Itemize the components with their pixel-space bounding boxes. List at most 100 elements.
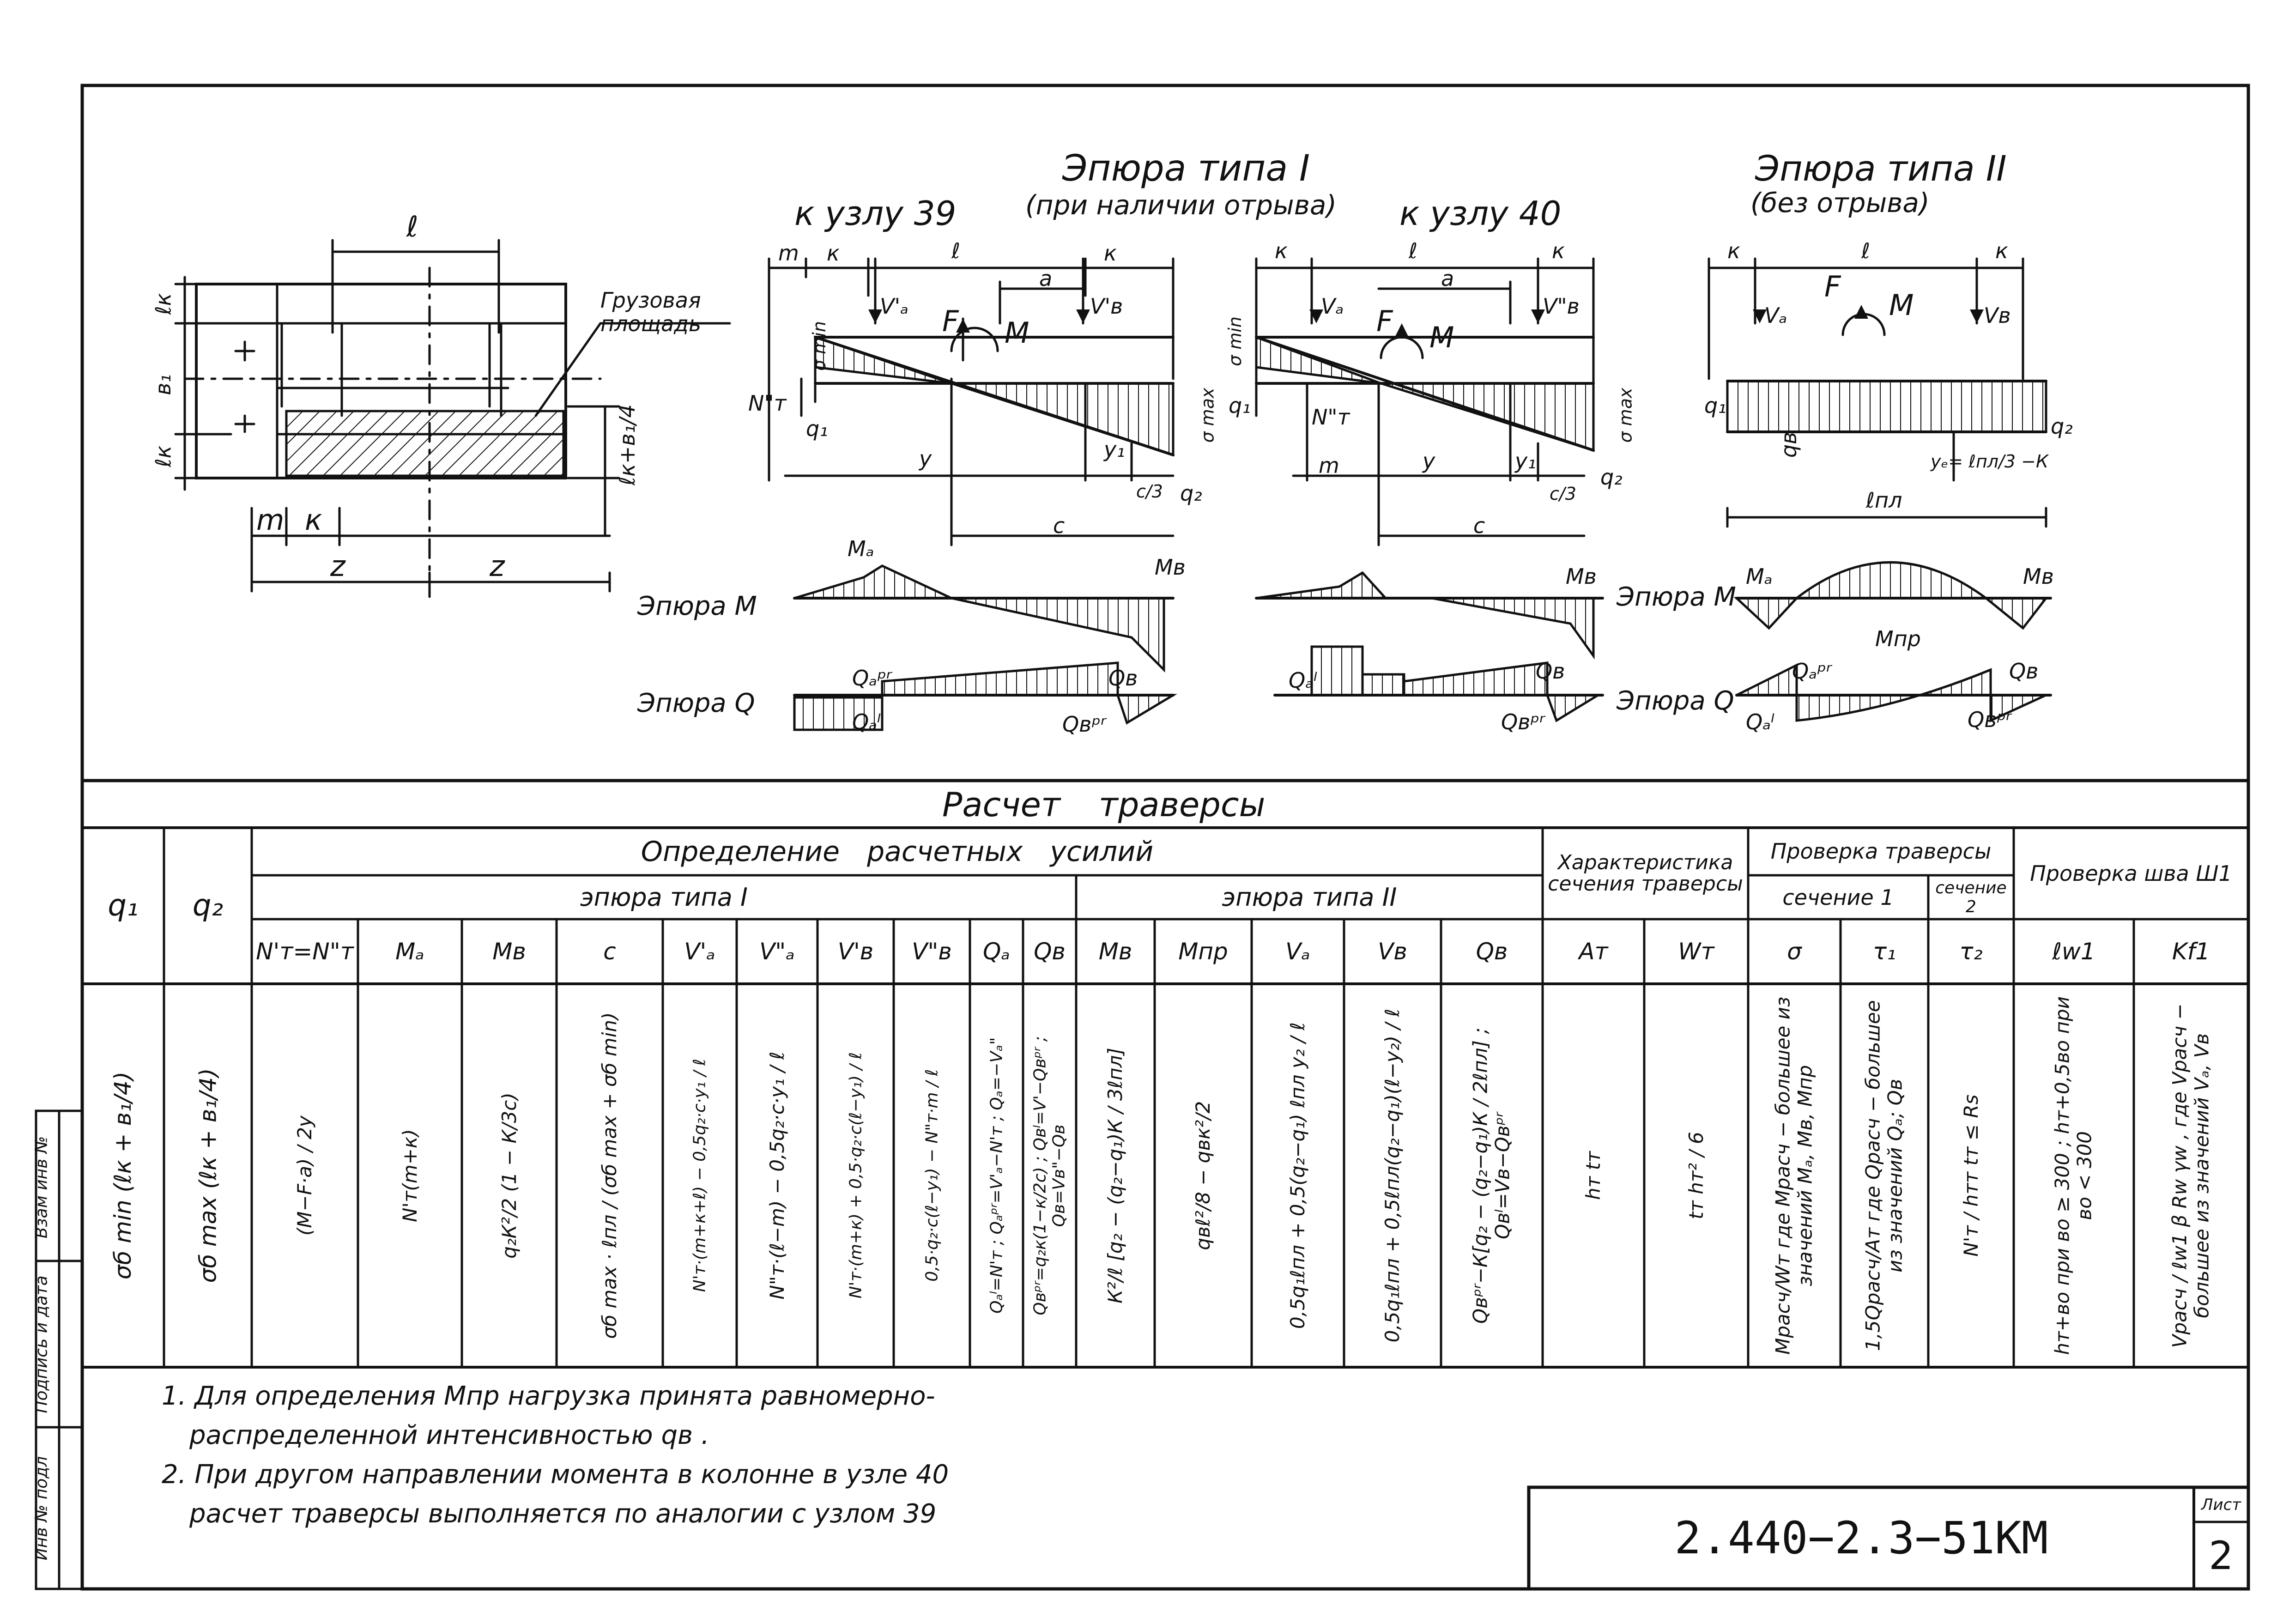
formula-cell: 1,5Qрасч/Aт где Qрасч − большее из значе… bbox=[1841, 984, 1928, 1367]
n40-y: y bbox=[1423, 448, 1435, 473]
column-header: Kf1 bbox=[2172, 938, 2210, 965]
n40-Nt: N"т bbox=[1312, 405, 1350, 430]
header-q2: q₂ bbox=[192, 889, 224, 923]
t2-k2: к bbox=[1995, 238, 2008, 263]
n40-m: m bbox=[1319, 453, 1339, 478]
column-header: Mв bbox=[492, 938, 526, 965]
t2-q1: q₁ bbox=[1704, 393, 1726, 418]
n40-q1: q₁ bbox=[1229, 393, 1251, 418]
formula-cell: N'т(m+к) bbox=[358, 984, 462, 1367]
epure-m-label-1: Эпюра M bbox=[637, 591, 757, 621]
n39-k2: к bbox=[1104, 241, 1117, 266]
column-header: Vₐ bbox=[1285, 938, 1310, 965]
epure-q-label-1: Эпюра Q bbox=[637, 688, 755, 718]
n40-QB: Qв bbox=[1536, 659, 1565, 684]
note-line-1: 1. Для определения Mпр нагрузка принята … bbox=[162, 1381, 935, 1411]
formula-cell: hт tт bbox=[1543, 984, 1644, 1367]
n40-c3: c/3 bbox=[1550, 484, 1576, 504]
header-determination: Определение расчетных усилий bbox=[641, 835, 1154, 868]
formula-q2: σб max (ℓк + в₁/4) bbox=[164, 984, 252, 1367]
formula-cell: N'т·(m+к+ℓ) − 0,5q₂·c·y₁ / ℓ bbox=[663, 984, 737, 1367]
n39-smin: σ min bbox=[809, 321, 830, 371]
plan-z1-label: z bbox=[330, 549, 345, 583]
column-header: V'ₐ bbox=[684, 938, 715, 965]
column-header: Qв bbox=[1034, 938, 1066, 965]
formula-text: Mрасч/Wт где Mрасч − большее из значений… bbox=[1771, 996, 1817, 1355]
formula-q1: σб min (ℓк + в₁/4) bbox=[82, 984, 164, 1367]
formula-q1-text: σб min (ℓк + в₁/4) bbox=[109, 1071, 137, 1280]
node39-caption: к узлу 39 bbox=[794, 194, 957, 233]
n39-a: a bbox=[1039, 266, 1053, 291]
t2-VA: Vₐ bbox=[1764, 303, 1787, 328]
formula-cell: σб max · ℓпл / (σб max + σб min) bbox=[557, 984, 663, 1367]
n39-m: m bbox=[778, 241, 799, 266]
n40-MB: Mв bbox=[1566, 564, 1597, 589]
t2-Mpr: Mпр bbox=[1875, 626, 1921, 651]
n40-l: ℓ bbox=[1409, 238, 1418, 263]
t2-k1: к bbox=[1727, 238, 1740, 263]
plan-lk-top-label: ℓк bbox=[151, 293, 176, 315]
formula-text: К²/ℓ [q₂ − (q₂−q₁)К / 3ℓпл] bbox=[1103, 1048, 1126, 1303]
formula-text: N'т / hтт tт ≤ Rs bbox=[1959, 1094, 1982, 1257]
stamp-signature: Подпись и дата bbox=[32, 1275, 51, 1413]
column-header: τ₂ bbox=[1959, 938, 1983, 965]
header-type1: эпюра типа I bbox=[580, 883, 748, 912]
n40-k1: к bbox=[1275, 238, 1288, 263]
sheet-label: Лист bbox=[2201, 1495, 2241, 1514]
formula-text: 0,5·q₂·c(ℓ−y₁) − N"т·m / ℓ bbox=[922, 1069, 941, 1282]
t2-VB: Vв bbox=[1984, 303, 2011, 328]
type2-subtitle: (без отрыва) bbox=[1750, 187, 1930, 218]
t2-ye: yₑ= ℓпл/3 −К bbox=[1931, 451, 2048, 472]
plan-lk-plus-label: ℓк+в₁/4 bbox=[614, 404, 640, 485]
formula-text: (M−F·a) / 2y bbox=[293, 1115, 316, 1236]
column-header: V"в bbox=[912, 938, 952, 965]
column-header: Wт bbox=[1678, 938, 1714, 965]
formula-text: Vрасч / ℓw1 β Rw γw , где Vрасч − больше… bbox=[2168, 1003, 2213, 1348]
n39-VB: V'в bbox=[1090, 294, 1123, 319]
n40-M: M bbox=[1429, 321, 1454, 354]
formula-cell: К²/ℓ [q₂ − (q₂−q₁)К / 3ℓпл] bbox=[1076, 984, 1155, 1367]
n39-VA: V'ₐ bbox=[880, 294, 909, 319]
t2-M: M bbox=[1889, 288, 1914, 322]
n39-c: c bbox=[1053, 513, 1065, 538]
n39-c3: c/3 bbox=[1136, 481, 1163, 502]
column-header: σ bbox=[1787, 938, 1802, 965]
t2-QB: Qв bbox=[2009, 659, 2039, 684]
formula-text: N'т·(m+к) + 0,5·q₂·c(ℓ−y₁) / ℓ bbox=[846, 1052, 865, 1299]
n39-MA: Mₐ bbox=[848, 536, 874, 561]
type1-title: Эпюра типа I bbox=[1062, 148, 1310, 189]
n39-q2: q₂ bbox=[1180, 481, 1202, 506]
t2-q2: q₂ bbox=[2051, 414, 2073, 439]
formula-cell: Mрасч/Wт где Mрасч − большее из значений… bbox=[1748, 984, 1841, 1367]
n40-c: c bbox=[1473, 513, 1485, 538]
t2-F: F bbox=[1824, 270, 1841, 303]
formula-text: 1,5Qрасч/Aт где Qрасч − большее из значе… bbox=[1861, 1000, 1907, 1351]
formula-text: Qₐˡ=N'т ; Qₐᵖʳ=V'ₐ−N'т ; Qₐ=−Vₐ" bbox=[987, 1037, 1006, 1314]
formula-cell: tт hт² / 6 bbox=[1644, 984, 1748, 1367]
formula-text: σб max · ℓпл / (σб max + σб min) bbox=[598, 1012, 621, 1339]
n40-smin: σ min bbox=[1224, 316, 1245, 366]
formula-text: hт+вo при вo ≥ 300 ; hт+0,5вo при вo < 3… bbox=[2051, 996, 2096, 1355]
formula-text: 0,5q₁ℓпл + 0,5ℓпл(q₂−q₁)(ℓ−y₂) / ℓ bbox=[1381, 1008, 1404, 1343]
note-line-3: 2. При другом направлении момента в коло… bbox=[162, 1460, 949, 1490]
n40-q2: q₂ bbox=[1600, 465, 1623, 490]
column-header: V"ₐ bbox=[759, 938, 795, 965]
formula-text: qвℓ²/8 − qвк²/2 bbox=[1191, 1101, 1214, 1250]
column-header: Mₐ bbox=[395, 938, 424, 965]
stamp-vzam: Взам инв № bbox=[32, 1136, 51, 1239]
formula-cell: 0,5q₁ℓпл + 0,5(q₂−q₁) ℓпл y₂ / ℓ bbox=[1252, 984, 1344, 1367]
n39-QB: Qв bbox=[1108, 666, 1138, 691]
header-section2: сечение 2 bbox=[1935, 878, 2007, 916]
formula-text: 0,5q₁ℓпл + 0,5(q₂−q₁) ℓпл y₂ / ℓ bbox=[1286, 1022, 1309, 1329]
n40-a: a bbox=[1441, 266, 1454, 291]
n39-QAl: Qₐˡ bbox=[852, 709, 881, 734]
formula-cell: qвℓ²/8 − qвк²/2 bbox=[1155, 984, 1252, 1367]
formula-text: q₂К²/2 (1 − К/3c) bbox=[497, 1092, 521, 1259]
header-type2: эпюра типа II bbox=[1222, 883, 1397, 912]
column-header: Mв bbox=[1098, 938, 1132, 965]
note-line-4: расчет траверсы выполняется по аналогии … bbox=[189, 1499, 937, 1529]
n39-q1: q₁ bbox=[806, 416, 828, 441]
formula-cell: N'т·(m+к) + 0,5·q₂·c(ℓ−y₁) / ℓ bbox=[817, 984, 894, 1367]
column-header: V'в bbox=[837, 938, 874, 965]
